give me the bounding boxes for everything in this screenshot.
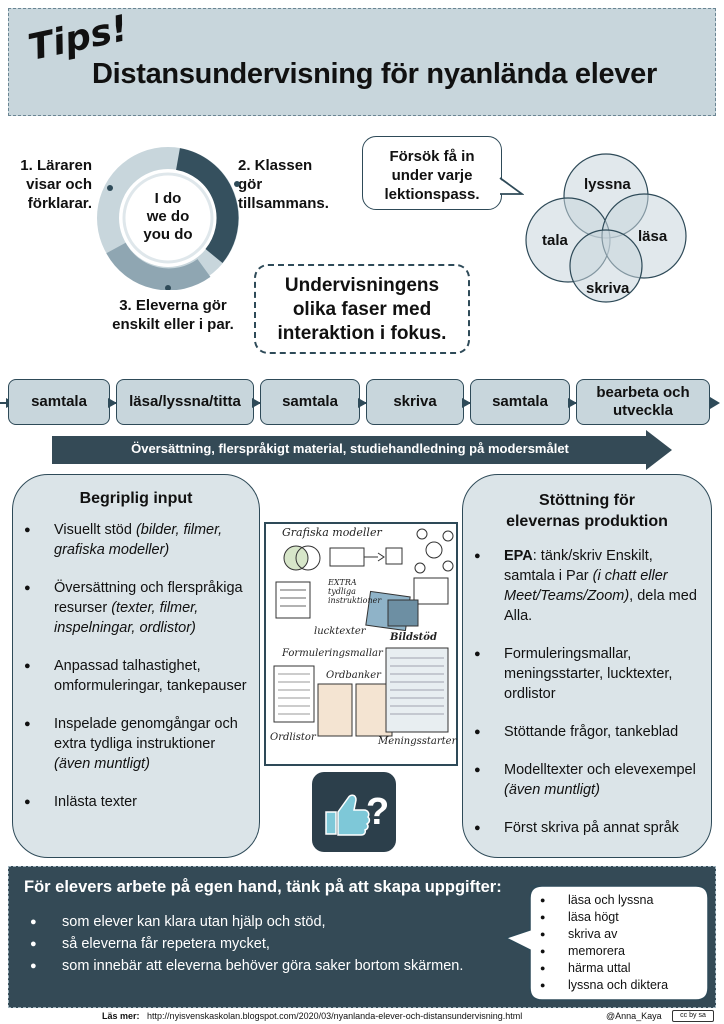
venn-tala: tala bbox=[542, 232, 568, 249]
sketch-label-meningsstarter: Meningsstarter bbox=[378, 736, 457, 747]
author-handle: @Anna_Kaya bbox=[606, 1011, 662, 1021]
step-skriva: skriva bbox=[366, 379, 464, 425]
step-arrow bbox=[568, 398, 577, 408]
page-title: Distansundervisning för nyanlända elever bbox=[92, 58, 657, 90]
list-item: Modelltexter och elevexempel (även muntl… bbox=[466, 760, 706, 800]
sketch-label-instruktioner: EXTRA tydliga instruktioner bbox=[328, 578, 382, 605]
source-link[interactable]: http://nyisvenskaskolan.blogspot.com/202… bbox=[147, 1011, 523, 1021]
list-item: Stöttande frågor, tankeblad bbox=[466, 722, 706, 742]
step-arrow bbox=[358, 398, 367, 408]
sketch-label-ordlistor: Ordlistor bbox=[270, 732, 316, 743]
activity-item: härma uttal bbox=[536, 960, 706, 977]
svg-text:?: ? bbox=[366, 791, 389, 833]
speech-tail bbox=[498, 177, 524, 195]
activity-item: lyssna och diktera bbox=[536, 977, 706, 994]
list-item: Inlästa texter bbox=[16, 792, 254, 812]
sketch-drawing bbox=[273, 528, 454, 737]
support-sketch: Grafiska modeller EXTRA tydliga instrukt… bbox=[264, 522, 458, 766]
list-item-epa: EPA: tänk/skriv Enskilt, samtala i Par (… bbox=[466, 546, 706, 626]
header-box bbox=[8, 8, 716, 116]
step-arrow bbox=[108, 398, 117, 408]
venn-diagram bbox=[525, 153, 687, 303]
activity-item: skriva av bbox=[536, 926, 706, 943]
cycle-segment-dark bbox=[175, 148, 239, 263]
sketch-label-formuleringsmallar: Formuleringsmallar bbox=[282, 648, 383, 659]
list-item: Först skriva på annat språk bbox=[466, 818, 706, 838]
step-lasa-lyssna-titta: läsa/lyssna/titta bbox=[116, 379, 254, 425]
list-item: Översättning och flerspråkiga resurser (… bbox=[16, 578, 254, 638]
banner-arrow bbox=[52, 430, 672, 470]
list-item: Formuleringsmallar, meningsstarter, luck… bbox=[466, 644, 706, 704]
input-list: Visuellt stöd (bilder, filmer, grafiska … bbox=[16, 520, 254, 830]
list-item: så eleverna får repetera mycket, bbox=[30, 934, 470, 954]
step-bearbeta: bearbeta och utveckla bbox=[576, 379, 710, 425]
step-arrow bbox=[462, 398, 471, 408]
steps-arrowhead bbox=[710, 397, 720, 409]
license-badge: cc by sa bbox=[672, 1010, 714, 1022]
footer-link-line: Läs mer: http://nyisvenskaskolan.blogspo… bbox=[102, 1011, 523, 1021]
independent-work-list: som elever kan klara utan hjälp och stöd… bbox=[30, 912, 470, 978]
cycle-segment-mid bbox=[106, 242, 211, 290]
cycle-center-circle bbox=[122, 172, 214, 264]
list-item: Visuellt stöd (bilder, filmer, grafiska … bbox=[16, 520, 254, 560]
list-item: som elever kan klara utan hjälp och stöd… bbox=[30, 912, 470, 932]
activities-list: läsa och lyssna läsa högt skriva av memo… bbox=[536, 892, 706, 994]
input-panel-title: Begriplig input bbox=[79, 490, 193, 507]
venn-lyssna: lyssna bbox=[584, 176, 631, 193]
sketch-label-bildstod: Bildstöd bbox=[390, 632, 437, 643]
step-samtala-3: samtala bbox=[470, 379, 570, 425]
independent-work-title: För elevers arbete på egen hand, tänk på… bbox=[24, 878, 502, 896]
step-arrow bbox=[252, 398, 261, 408]
list-item: som innebär att eleverna behöver göra sa… bbox=[30, 956, 470, 976]
cycle-diagram bbox=[97, 147, 240, 290]
list-item: Anpassad talhastighet, omformuleringar, … bbox=[16, 656, 254, 696]
sketch-label-lucktexter: lucktexter bbox=[314, 626, 366, 637]
activity-item: läsa och lyssna bbox=[536, 892, 706, 909]
production-list: EPA: tänk/skriv Enskilt, samtala i Par (… bbox=[466, 546, 706, 856]
list-item: Inspelade genomgångar och extra tydliga … bbox=[16, 714, 254, 774]
banner-text: Översättning, flerspråkigt material, stu… bbox=[131, 441, 569, 456]
thumbs-question-icon: ? bbox=[312, 772, 396, 852]
step-samtala-1: samtala bbox=[8, 379, 110, 425]
activity-item: memorera bbox=[536, 943, 706, 960]
sketch-label-grafiska: Grafiska modeller bbox=[282, 526, 382, 539]
venn-lasa: läsa bbox=[638, 228, 668, 245]
venn-skriva: skriva bbox=[586, 280, 630, 297]
activity-item: läsa högt bbox=[536, 909, 706, 926]
step-samtala-2: samtala bbox=[260, 379, 360, 425]
sketch-label-ordbanker: Ordbanker bbox=[326, 670, 381, 681]
